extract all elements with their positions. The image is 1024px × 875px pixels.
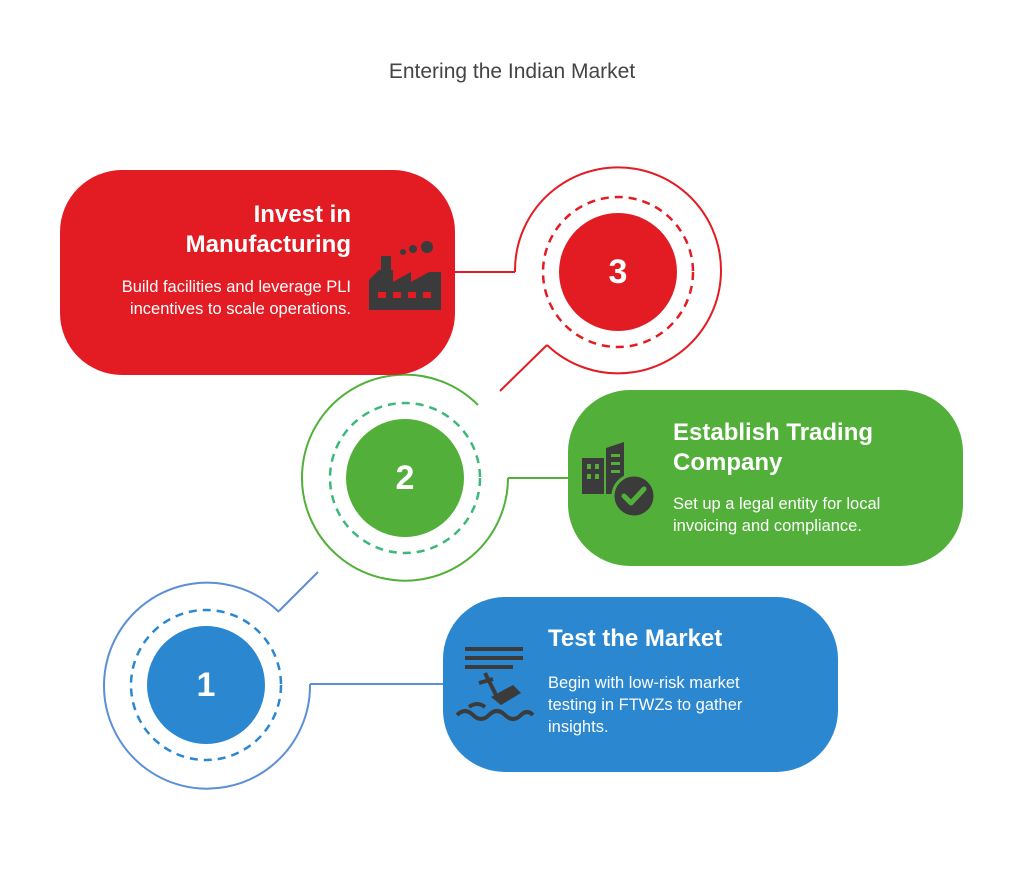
step-3-card: Invest in Manufacturing Build facilities… (60, 170, 455, 375)
step-2-description: Set up a legal entity for local invoicin… (673, 495, 881, 535)
step-1-ring (103, 571, 445, 790)
step-1-number: 1 (147, 626, 265, 744)
step-3-number: 3 (559, 213, 677, 331)
step-2-ring (301, 373, 570, 582)
step-1-title: Test the Market (548, 625, 723, 652)
buildings-check-icon (580, 440, 660, 525)
step-1-card: Test the Market Begin with low-risk mark… (443, 597, 838, 772)
step-2-number: 2 (346, 419, 464, 537)
step-1-description: Begin with low-risk market testing in FT… (548, 674, 743, 736)
step-3-description: Build facilities and leverage PLI incent… (121, 278, 351, 318)
page-title: Entering the Indian Market (388, 60, 636, 83)
step-3-title: Invest in Manufacturing (185, 201, 351, 258)
step-3-ring (455, 166, 722, 392)
step-2-title: Establish Trading Company (673, 419, 874, 476)
shipwreck-icon (455, 645, 535, 730)
step-2-card: Establish Trading Company Set up a legal… (568, 390, 963, 566)
factory-icon (365, 240, 445, 315)
